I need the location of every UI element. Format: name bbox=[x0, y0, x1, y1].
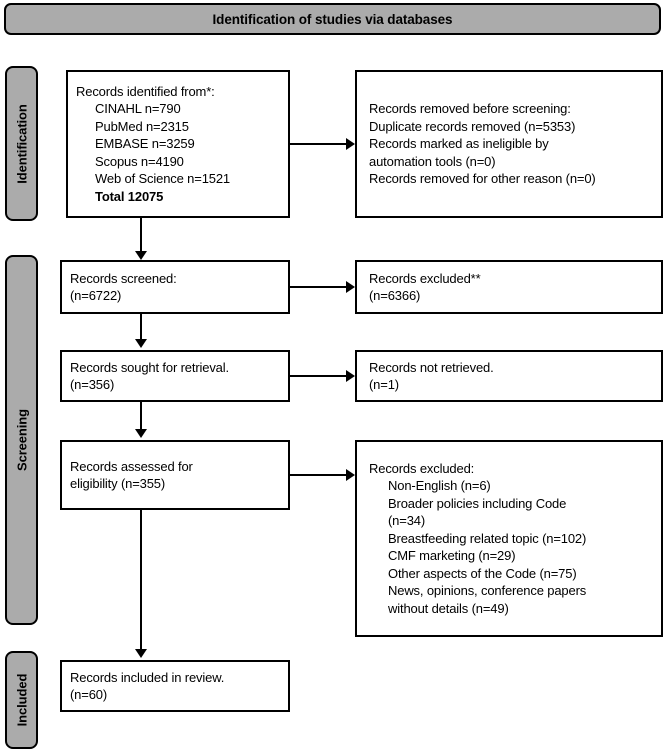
box-line: Duplicate records removed (n=5353) bbox=[369, 118, 576, 134]
box-records-excluded: Records excluded** (n=6366) bbox=[355, 260, 663, 314]
box-line: (n=60) bbox=[70, 687, 108, 702]
box-records-excluded-with-reasons: Records excluded: Non-English (n=6) Broa… bbox=[355, 440, 663, 637]
box-line: Scopus n=4190 bbox=[95, 153, 184, 169]
box-line: Other aspects of the Code (n=75) bbox=[388, 565, 577, 581]
box-line: PubMed n=2315 bbox=[95, 118, 189, 134]
connector-assessed-to-included bbox=[140, 510, 142, 649]
box-line: Records screened: bbox=[70, 270, 177, 286]
box-records-identified: Records identified from*: CINAHL n=790 P… bbox=[66, 70, 290, 218]
box-line: Records included in review. bbox=[70, 669, 225, 685]
box-line: Records excluded: bbox=[369, 460, 475, 476]
arrowhead-screened-to-sought bbox=[135, 339, 147, 348]
box-line: Web of Science n=1521 bbox=[95, 171, 231, 187]
box-records-screened: Records screened: (n=6722) bbox=[60, 260, 290, 314]
box-records-sought-for-retrieval: Records sought for retrieval. (n=356) bbox=[60, 350, 290, 402]
box-line: Records sought for retrieval. bbox=[70, 359, 229, 375]
connector-sought-to-assessed bbox=[140, 402, 142, 429]
arrowhead-sought-to-assessed bbox=[135, 429, 147, 438]
diagram-header-banner: Identification of studies via databases bbox=[4, 3, 661, 35]
arrowhead-assessed-to-excluded2 bbox=[346, 469, 355, 481]
box-line: (n=34) bbox=[388, 513, 426, 529]
box-line: Records not retrieved. bbox=[369, 359, 494, 375]
box-line: (n=6366) bbox=[369, 288, 421, 303]
connector-identified-to-removed bbox=[290, 143, 346, 145]
stage-label-included: Included bbox=[14, 673, 29, 727]
box-line: Records removed before screening: bbox=[369, 101, 571, 117]
arrowhead-screened-to-excluded bbox=[346, 281, 355, 293]
arrowhead-sought-to-not-retrieved bbox=[346, 370, 355, 382]
stage-label-screening: Screening bbox=[14, 409, 29, 471]
box-line: CMF marketing (n=29) bbox=[388, 548, 516, 564]
box-line: (n=6722) bbox=[70, 288, 122, 303]
connector-identified-to-screened bbox=[140, 218, 142, 251]
stage-label-identification: Identification bbox=[14, 103, 29, 184]
stage-bar-screening: Screening bbox=[5, 255, 38, 625]
stage-bar-included: Included bbox=[5, 651, 38, 749]
box-records-assessed-for-eligibility: Records assessed for eligibility (n=355) bbox=[60, 440, 290, 510]
diagram-title: Identification of studies via databases bbox=[212, 11, 453, 27]
connector-sought-to-not-retrieved bbox=[290, 375, 346, 377]
box-records-not-retrieved: Records not retrieved. (n=1) bbox=[355, 350, 663, 402]
box-records-removed-before-screening: Records removed before screening: Duplic… bbox=[355, 70, 663, 218]
box-line: Non-English (n=6) bbox=[388, 478, 491, 494]
box-line-total: Total 12075 bbox=[95, 188, 164, 204]
box-line: (n=356) bbox=[70, 377, 115, 392]
box-line: News, opinions, conference papers bbox=[388, 583, 587, 599]
arrowhead-assessed-to-included bbox=[135, 649, 147, 658]
connector-assessed-to-excluded2 bbox=[290, 474, 346, 476]
box-line: without details (n=49) bbox=[388, 600, 509, 616]
box-line: EMBASE n=3259 bbox=[95, 136, 195, 152]
box-line: eligibility (n=355) bbox=[70, 476, 166, 491]
box-records-included-in-review: Records included in review. (n=60) bbox=[60, 660, 290, 712]
box-line: (n=1) bbox=[369, 377, 399, 392]
connector-screened-to-sought bbox=[140, 314, 142, 339]
box-line: automation tools (n=0) bbox=[369, 153, 496, 169]
box-line: Records removed for other reason (n=0) bbox=[369, 171, 596, 187]
box-line: Records marked as ineligible by bbox=[369, 136, 549, 152]
connector-screened-to-excluded bbox=[290, 286, 346, 288]
box-line: Broader policies including Code bbox=[388, 495, 567, 511]
box-line: Records identified from*: bbox=[76, 83, 215, 99]
box-line: Breastfeeding related topic (n=102) bbox=[388, 530, 587, 546]
box-line: Records excluded** bbox=[369, 270, 481, 286]
arrowhead-identified-to-removed bbox=[346, 138, 355, 150]
box-line: Records assessed for bbox=[70, 458, 193, 474]
box-line: CINAHL n=790 bbox=[95, 101, 181, 117]
stage-bar-identification: Identification bbox=[5, 66, 38, 221]
arrowhead-identified-to-screened bbox=[135, 251, 147, 260]
